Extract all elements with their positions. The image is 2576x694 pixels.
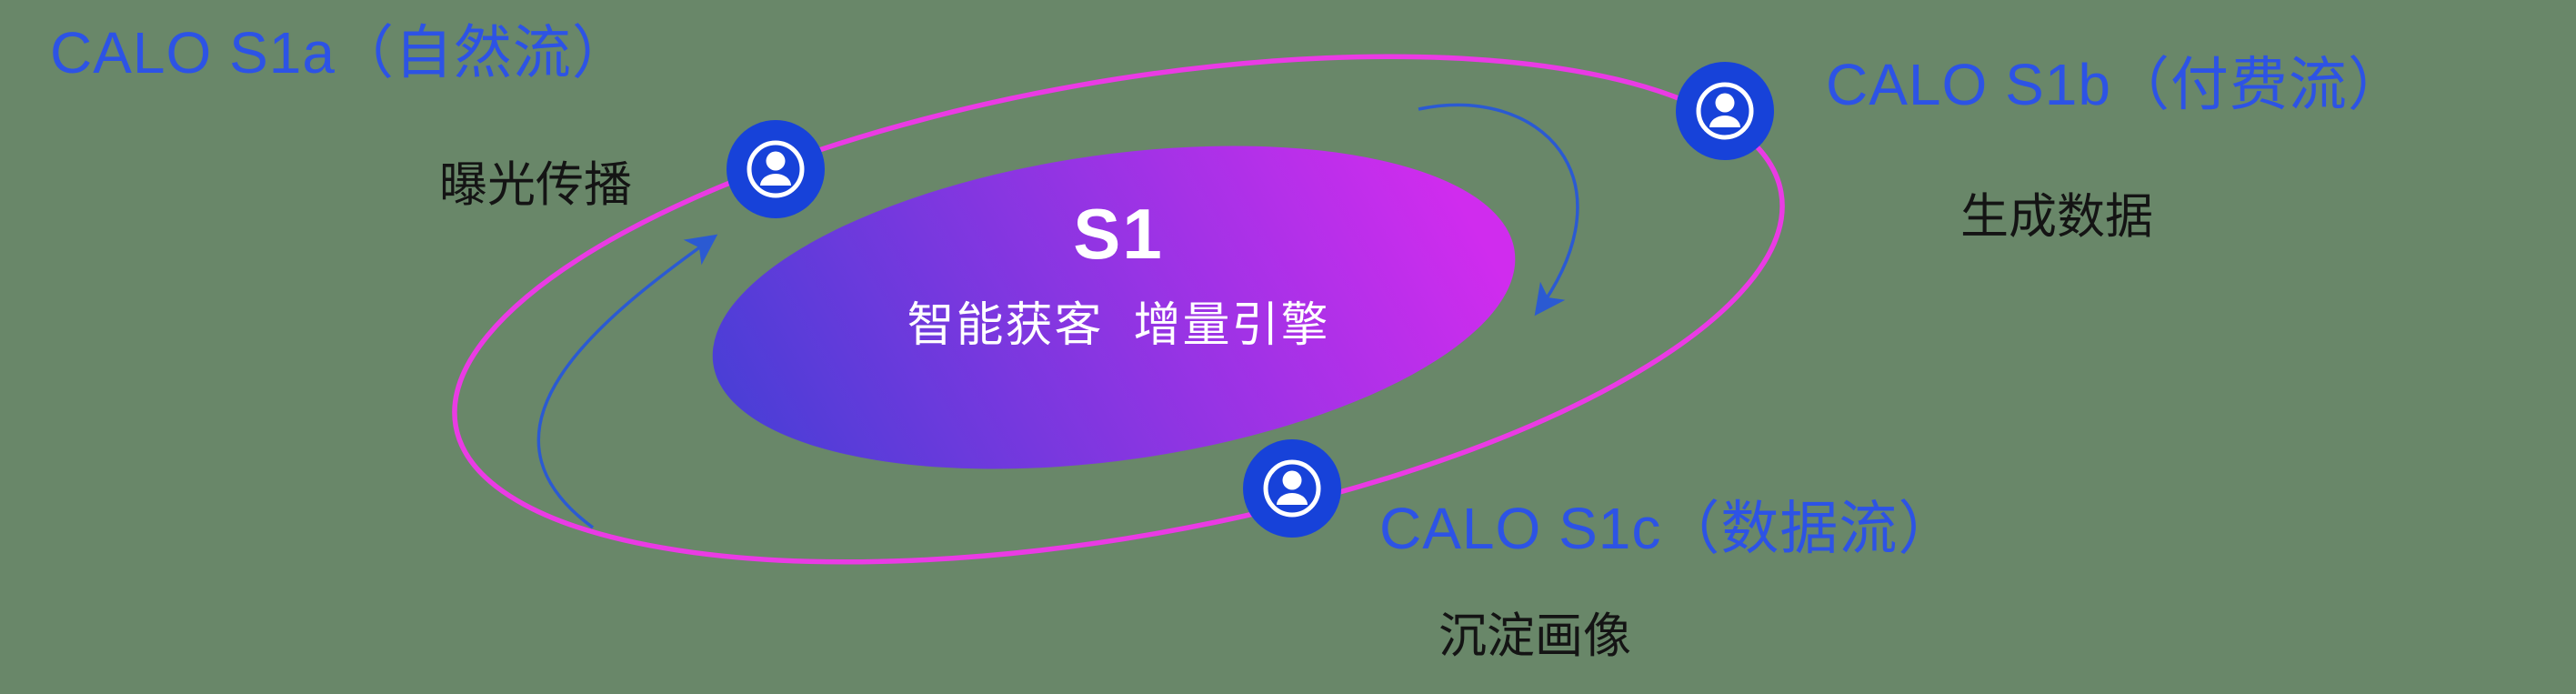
core-title: S1 <box>1073 194 1164 274</box>
user-icon-s1b <box>1676 62 1774 160</box>
user-icon-ring <box>747 140 805 198</box>
user-icon-ring <box>1263 459 1321 518</box>
user-icon-s1c <box>1243 439 1341 538</box>
label-s1c: CALO S1c（数据流） <box>1379 496 1958 561</box>
sublabel-s1b: 生成数据 <box>1960 190 2153 244</box>
label-s1a: CALO S1a（自然流） <box>50 20 631 85</box>
sublabel-s1c: 沉淀画像 <box>1438 609 1631 663</box>
core-ellipse <box>712 146 1516 469</box>
core-text: S1 智能获客 增量引擎 <box>841 193 1396 355</box>
user-icon-head <box>766 151 786 171</box>
user-icon-head <box>1282 470 1302 490</box>
user-icon-shoulders <box>760 174 791 186</box>
user-icon-ring <box>1696 82 1754 140</box>
sublabel-s1a: 曝光传播 <box>439 158 632 212</box>
core-subtitle: 智能获客 增量引擎 <box>907 299 1330 352</box>
label-s1b: CALO S1b（付费流） <box>1826 52 2407 117</box>
user-icon-head <box>1715 93 1735 113</box>
user-icon-shoulders <box>1277 493 1308 505</box>
user-icon-s1a <box>727 120 825 218</box>
flow-arrow-left <box>536 234 718 529</box>
user-icon-shoulders <box>1709 116 1740 127</box>
flow-arrow-right <box>1418 103 1579 317</box>
orbit-ellipse <box>452 54 1785 565</box>
